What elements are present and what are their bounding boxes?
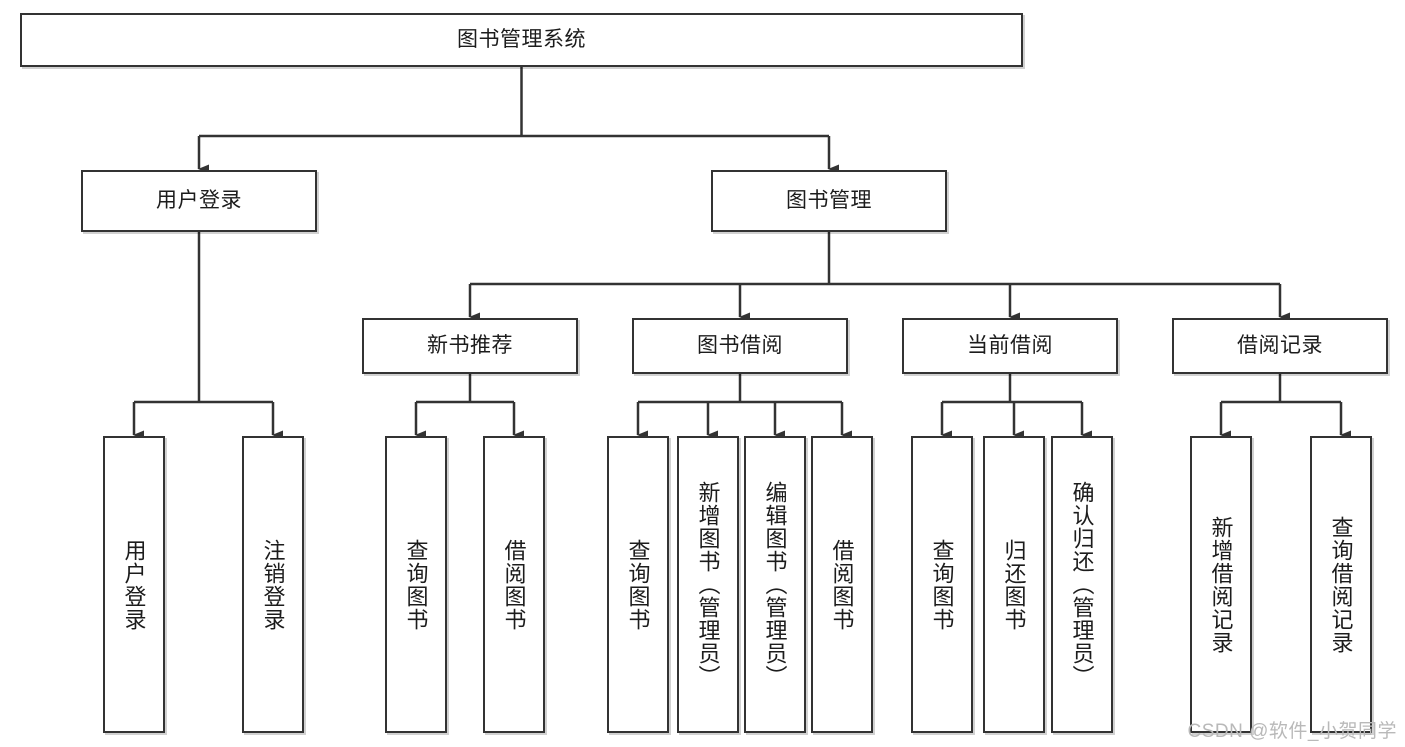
node-label-book-manage: 图书管理: [786, 189, 872, 213]
node-leaf-add-record[interactable]: 新增借阅记录: [1190, 436, 1252, 733]
node-label-leaf-query-record: 查询借阅记录: [1328, 515, 1354, 654]
node-label-new-book-rec: 新书推荐: [427, 334, 513, 358]
node-label-leaf-add-book: 新增图书（管理员）: [695, 481, 721, 688]
node-leaf-edit-book[interactable]: 编辑图书（管理员）: [744, 436, 806, 733]
node-leaf-borrow-book-1[interactable]: 借阅图书: [483, 436, 545, 733]
node-label-current-borrow: 当前借阅: [967, 334, 1053, 358]
connector-lines: [132, 67, 1351, 440]
node-label-leaf-query-book-2: 查询图书: [625, 538, 651, 631]
node-label-root: 图书管理系统: [457, 28, 586, 52]
node-label-book-borrow: 图书借阅: [697, 334, 783, 358]
node-user-login[interactable]: 用户登录: [81, 170, 317, 232]
node-label-leaf-edit-book: 编辑图书（管理员）: [762, 481, 788, 688]
node-label-leaf-add-record: 新增借阅记录: [1208, 515, 1234, 654]
node-borrow-record[interactable]: 借阅记录: [1172, 318, 1388, 374]
node-label-user-login: 用户登录: [156, 189, 242, 213]
node-book-borrow[interactable]: 图书借阅: [632, 318, 848, 374]
node-leaf-confirm-return[interactable]: 确认归还（管理员）: [1051, 436, 1113, 733]
node-root[interactable]: 图书管理系统: [20, 13, 1023, 67]
node-leaf-borrow-book-2[interactable]: 借阅图书: [811, 436, 873, 733]
node-leaf-logout[interactable]: 注销登录: [242, 436, 304, 733]
node-leaf-query-book-3[interactable]: 查询图书: [911, 436, 973, 733]
node-leaf-return-book[interactable]: 归还图书: [983, 436, 1045, 733]
node-label-leaf-confirm-return: 确认归还（管理员）: [1069, 481, 1095, 688]
node-label-leaf-logout: 注销登录: [260, 538, 286, 631]
node-label-leaf-borrow-book-2: 借阅图书: [829, 538, 855, 631]
node-leaf-query-book-1[interactable]: 查询图书: [385, 436, 447, 733]
node-leaf-query-book-2[interactable]: 查询图书: [607, 436, 669, 733]
node-label-leaf-borrow-book-1: 借阅图书: [501, 538, 527, 631]
watermark-text: CSDN @软件_小贺同学: [1187, 721, 1397, 742]
node-label-leaf-query-book-3: 查询图书: [929, 538, 955, 631]
node-label-leaf-query-book-1: 查询图书: [403, 538, 429, 631]
node-leaf-query-record[interactable]: 查询借阅记录: [1310, 436, 1372, 733]
node-label-leaf-return-book: 归还图书: [1001, 538, 1027, 631]
node-leaf-add-book[interactable]: 新增图书（管理员）: [677, 436, 739, 733]
node-label-borrow-record: 借阅记录: [1237, 334, 1323, 358]
node-label-leaf-user-login: 用户登录: [121, 538, 147, 631]
node-book-manage[interactable]: 图书管理: [711, 170, 947, 232]
node-leaf-user-login[interactable]: 用户登录: [103, 436, 165, 733]
node-current-borrow[interactable]: 当前借阅: [902, 318, 1118, 374]
node-new-book-rec[interactable]: 新书推荐: [362, 318, 578, 374]
